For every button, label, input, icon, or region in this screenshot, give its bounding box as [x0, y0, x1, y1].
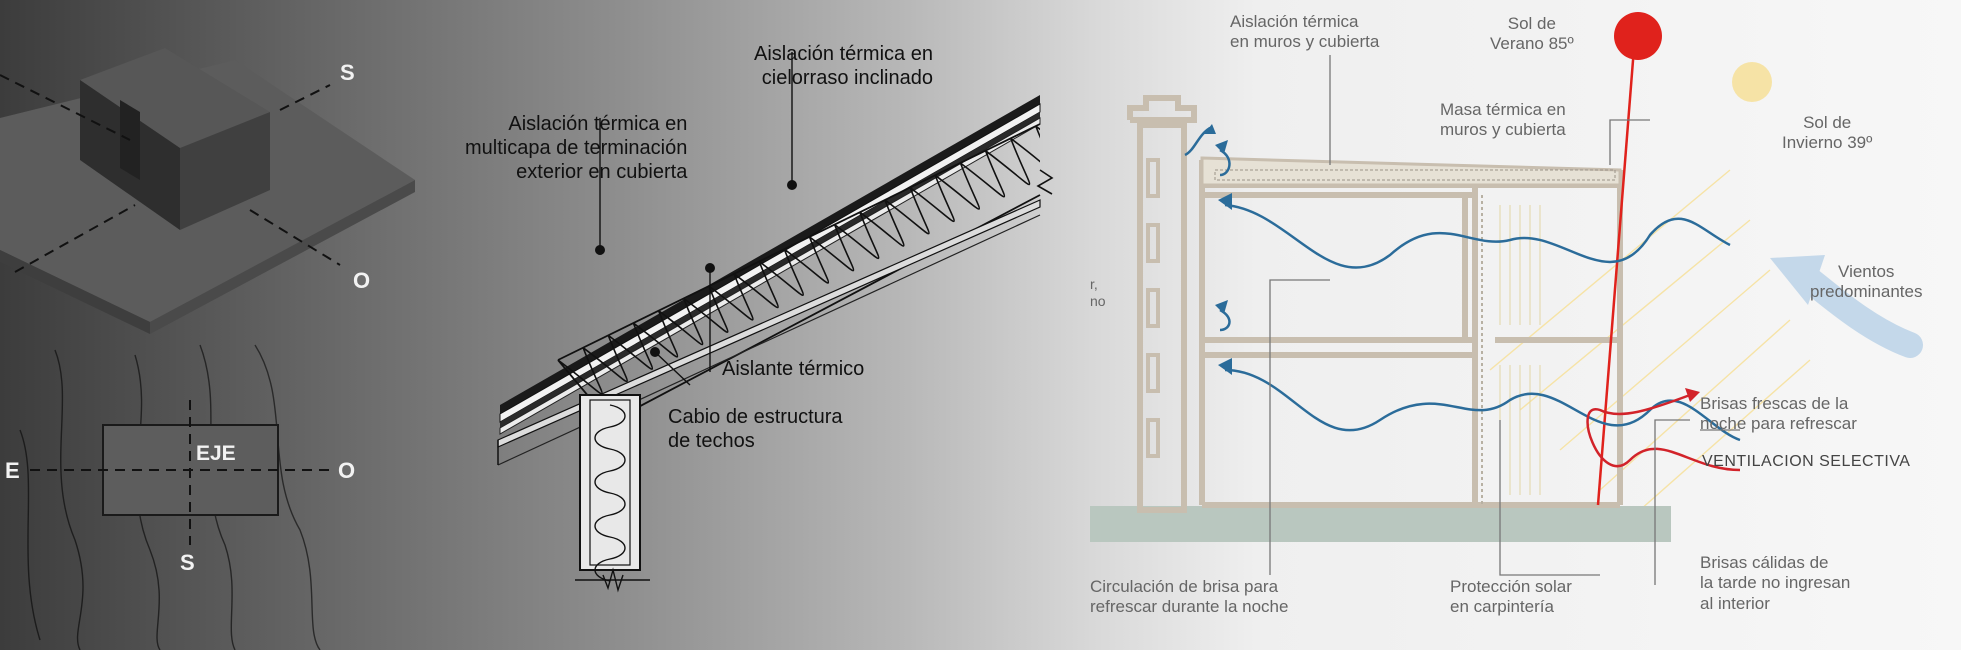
contour-line [254, 344, 321, 650]
house-section-drawing [1090, 12, 1923, 585]
summer-sun-label: Sol de Verano 85º [1490, 14, 1574, 54]
contour-line [134, 354, 161, 650]
ceiling-insulation-label: Aislación térmica en cielorraso inclinad… [754, 43, 933, 89]
leader-dot [595, 245, 605, 255]
insulation-loop [558, 120, 1040, 395]
site-plate-side [150, 180, 415, 334]
orientation-drawing [0, 48, 415, 650]
thermal-mass-label: Masa térmica en muros y cubierta [1440, 100, 1566, 140]
house-frame [1199, 160, 1623, 508]
roof-section-drawing [497, 52, 1054, 593]
selective-ventilation-label: VENTILACION SELECTIVA [1702, 453, 1911, 470]
solar-protection [1499, 205, 1541, 495]
orientation-panel: S O E O S EJE [0, 0, 440, 650]
axis-line-ew-lower [249, 209, 341, 266]
cool-breeze-arrowheads [1215, 140, 1232, 375]
leader-lines [1269, 55, 1740, 585]
building-roof [80, 48, 270, 148]
ventilation-tower [1137, 122, 1187, 513]
cool-breezes-label: Brisas frescas de la noche para refresca… [1700, 394, 1857, 434]
tower-cap [1127, 95, 1197, 123]
thermal-insulator-label: Aislante térmico [722, 358, 865, 380]
contour-line [54, 349, 84, 650]
tower-exhaust-arrowhead [1204, 124, 1216, 134]
thermal-insulation-batts [558, 120, 1040, 395]
cut-off-label-fragment: r, no [1090, 276, 1106, 309]
contour-line [19, 429, 41, 641]
wall-break-symbol [602, 567, 624, 593]
winter-sun-icon [1732, 62, 1772, 102]
building-side [180, 112, 270, 230]
leader-rafter [654, 351, 691, 386]
wall-roof-insulation-label: Aislación térmica en muros y cubierta [1230, 12, 1380, 52]
axis-line-ns-lower [14, 204, 136, 273]
tower-vents [1146, 158, 1160, 458]
roof-membrane [500, 95, 1040, 414]
contour-line [199, 344, 236, 650]
prevailing-wind-arrow [1797, 267, 1923, 358]
break-symbol [1036, 169, 1054, 195]
summer-sun-ray [1596, 34, 1637, 506]
axis-label: EJE [196, 442, 236, 465]
south-label-top: S [340, 60, 355, 85]
west-label: O [338, 458, 356, 483]
roof-section-panel: Aislación térmica en cielorraso inclinad… [440, 0, 1100, 650]
roof-insulation [1214, 169, 1616, 181]
rafter-label: Cabio de estructura de techos [668, 406, 843, 452]
night-circulation-label: Circulación de brisa para refrescar dura… [1090, 577, 1289, 617]
south-label: S [180, 550, 195, 575]
stud-wall [579, 394, 641, 571]
warm-breeze-arrowhead [1685, 388, 1700, 402]
axis-line-ns-upper [279, 84, 331, 111]
winter-sun-label: Sol de Invierno 39º [1782, 113, 1873, 153]
leader-dot [705, 263, 715, 273]
stud-wall-cavity [589, 399, 631, 566]
leader-dot [787, 180, 797, 190]
summer-sun-icon [1614, 12, 1662, 60]
cavity-top-line [557, 123, 1041, 361]
site-plate-edge [0, 250, 150, 334]
prevailing-winds-label: Vientos predominantes [1810, 262, 1923, 302]
leader-dot [650, 347, 660, 357]
solar-protection-label: Protección solar en carpintería [1450, 577, 1572, 617]
prevailing-wind-arrowhead [1770, 255, 1825, 305]
multilayer-insulation-label: Aislación térmica en multicapa de termin… [465, 113, 688, 183]
axis-line-ew-upper [0, 74, 131, 141]
warm-breeze-flow [1586, 393, 1741, 472]
east-label: E [5, 458, 20, 483]
west-label-top: O [353, 268, 371, 293]
house-section-panel: Aislación térmica en muros y cubierta So… [1090, 0, 1961, 650]
roof-slab [1200, 156, 1622, 187]
warm-breezes-label: Brisas cálidas de la tarde no ingresan a… [1700, 553, 1851, 613]
wall-insulation [594, 404, 626, 582]
